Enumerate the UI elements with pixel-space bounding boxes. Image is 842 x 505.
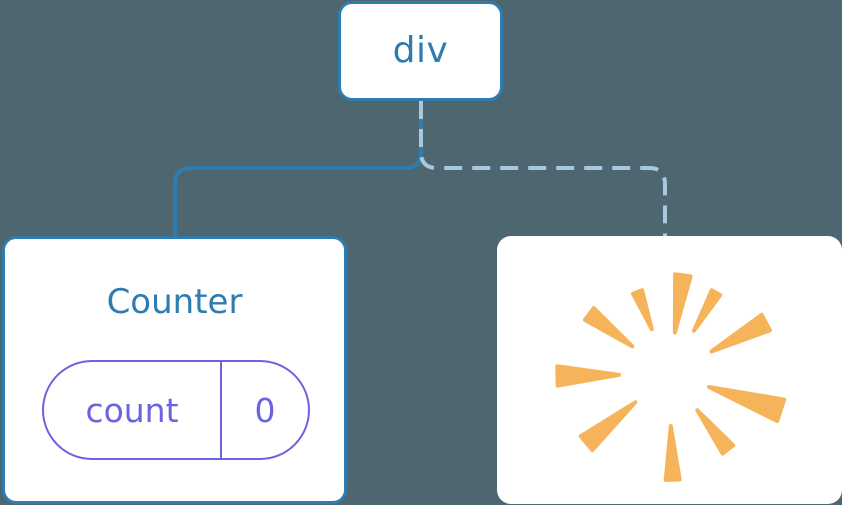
- state-pill[interactable]: count 0: [42, 360, 310, 460]
- node-render-burst[interactable]: [497, 236, 842, 504]
- ray-ne-icon: [709, 312, 772, 354]
- state-pill-value-cell: 0: [222, 362, 308, 458]
- node-div-label: div: [392, 30, 449, 71]
- burst-rays-group: [555, 272, 787, 482]
- state-pill-value: 0: [254, 390, 276, 430]
- ray-n-icon: [672, 272, 693, 335]
- ray-nnw-icon: [630, 288, 654, 332]
- node-counter[interactable]: Counter count 0: [2, 236, 347, 504]
- node-div[interactable]: div: [338, 1, 503, 101]
- ray-s-icon: [663, 423, 682, 482]
- ray-w-icon: [555, 364, 622, 388]
- node-counter-title: Counter: [106, 282, 243, 322]
- state-pill-key: count: [85, 390, 179, 430]
- connector-div-to-burst: [419, 101, 667, 238]
- ray-nne-icon: [692, 288, 723, 333]
- state-pill-key-cell: count: [44, 362, 222, 458]
- ray-sw-icon: [578, 400, 638, 453]
- connector-div-to-counter: [173, 101, 423, 238]
- ray-e-icon: [706, 384, 787, 424]
- ray-nw-icon: [582, 306, 635, 349]
- ray-sse-icon: [695, 408, 736, 456]
